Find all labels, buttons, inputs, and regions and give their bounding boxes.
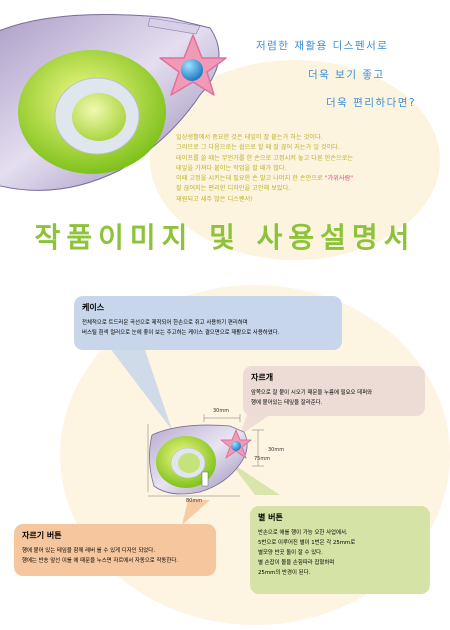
intro-line: 테잎을 가져다 붙이는 작업을 할 때가 많다. [176, 164, 287, 172]
callout-button: 별 버튼 반손으로 애를 행이 가능 오한 사업에서. 5번으로 이루어진 별이… [250, 506, 430, 594]
callout-button-line: 25mm의 반경이 된다. [258, 570, 311, 576]
callout-cutter-line: 행에 붙어 있는 테잎을 함께 레버 를 수 있게 디자인 되었다. [22, 548, 155, 554]
intro-line: 잘 끊어지는 편리한 디자인을 고안해 보았다. [176, 185, 291, 193]
dimension-top: 30mm [213, 408, 230, 414]
dispenser-diagram-small [147, 414, 264, 497]
callout-cutter-line: 행에는 반송 앞선 이를 에 때문을 누스면 자르에서 자동으로 작동한다. [22, 558, 178, 564]
callout-case-line: 전체적으로 트드러운 곡선으로 제작되어 한손으로 쥐고 사용하기 편리하며 [82, 320, 248, 326]
callout-case: 케이스 전체적으로 트드러운 곡선으로 제작되어 한손으로 쥐고 사용하기 편리… [74, 296, 342, 350]
page-title: 작품이미지 및 사용설명서 [34, 221, 416, 254]
intro-line: 이때 고정을 시키는데 필요한 손 말고 나머지 한 손만으로 "가위사람" [176, 174, 444, 184]
callout-case-line: 버스틸 흰색 컬러으로 눈에 좋이 보는 주고하는 케이스 결으면으로 재활으로… [82, 330, 280, 336]
callout-cutter-title: 자르기 버튼 [22, 531, 62, 540]
intro-line: 재원되고 새주 많은 디스펜서! [176, 195, 253, 203]
intro-line-text: 이때 고정을 시키는데 필요한 손 말고 나머지 한 손만으로 [176, 175, 325, 183]
callout-roll-line: 앞쪽으로 잘 붙이 시오기 때문을 누름에 필요오 데퍼와 [251, 390, 373, 396]
callout-button-line: 5번으로 이루어진 별이 1번은 각 25mm로 [258, 540, 356, 546]
intro-line: 테이프를 쓸 때는 무언가를 한 손으로 고정시켜 놓고 다른 한손으로는 [176, 154, 354, 162]
callout-case-title: 케이스 [82, 303, 105, 312]
tagline-line-2: 더욱 보기 좋고 [308, 69, 385, 81]
callout-button-line: 반손으로 애를 행이 가능 오한 사업에서. [258, 530, 348, 536]
dimension-width: 80mm [186, 498, 203, 504]
callout-cutter: 자르기 버튼 행에 붙어 있는 테잎을 함께 레버 를 수 있게 디자인 되었다… [14, 524, 216, 576]
tagline-line-3: 더욱 편리하다면? [326, 97, 417, 109]
intro-line: 그러므로 그 다음으로는 쉽으로 할 때 잘 끊어 지는가 일 것이다. [176, 144, 340, 152]
callout-roll-title: 자르개 [251, 373, 274, 382]
dimension-right: 30mm [268, 447, 285, 453]
callout-button-title: 별 버튼 [258, 513, 283, 522]
callout-button-line: 별 손잡이 몰을 손힘따라 잡혔하며 [258, 560, 335, 566]
tagline-line-1: 저렴한 재활용 디스펜서로 [256, 40, 389, 52]
intro-highlight: "가위사람" [324, 175, 354, 183]
intro-line: 일상생활에서 중요한 것은 테잎이 잘 붙는가 하는 것이다. [176, 134, 323, 141]
callout-button-line: 별모양 반곳 돌이 잘 수 있다. [258, 550, 323, 556]
callout-roll-line: 행에 붙어있는 테잎을 잘라준다. [251, 400, 323, 406]
dimension-height: 75mm [254, 456, 271, 462]
callout-roll: 자르개 앞쪽으로 잘 붙이 시오기 때문을 누름에 필요오 데퍼와 행에 붙어있… [243, 366, 425, 416]
dispenser-illustration-large [0, 13, 227, 191]
intro-paragraph: 일상생활에서 중요한 것은 테잎이 잘 붙는가 하는 것이다. 그러므로 그 다… [176, 133, 444, 205]
